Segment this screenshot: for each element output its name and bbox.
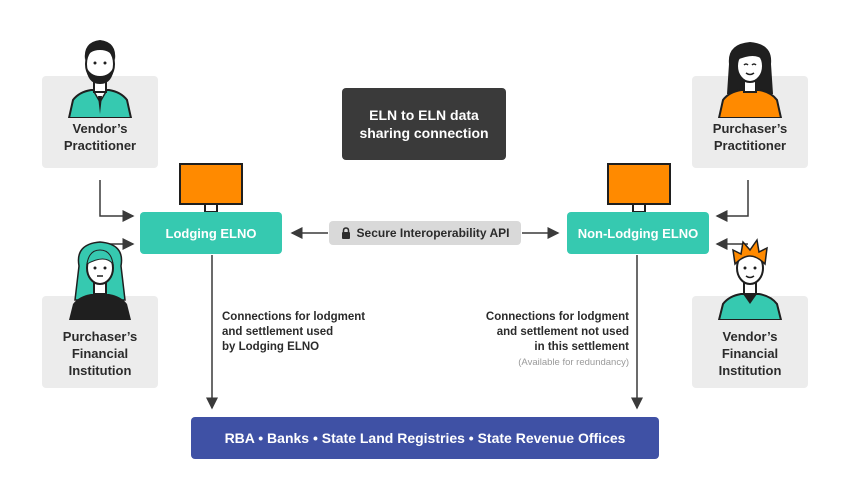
vendors-financial-institution-card: Vendor’s Financial Institution <box>692 238 808 388</box>
person-icon <box>67 40 133 118</box>
monitor-icon <box>179 163 243 216</box>
settlement-participants-bar: RBA • Banks • State Land Registries • St… <box>191 417 659 459</box>
purchasers-financial-institution-label: Purchaser’s Financial Institution <box>62 329 138 378</box>
secure-interoperability-api-pill: Secure Interoperability API <box>329 221 521 245</box>
person-icon <box>69 241 131 320</box>
non-lodging-connections-text: Connections for lodgment and settlement … <box>485 311 629 368</box>
person-icon <box>717 42 783 118</box>
purchasers-practitioner-card: Purchaser’s Practitioner <box>692 42 808 168</box>
person-icon <box>717 238 783 320</box>
vendors-financial-institution-label: Vendor’s Financial Institution <box>718 329 782 378</box>
eln-sharing-connection-box: ELN to ELN data sharing connection <box>342 88 506 160</box>
purchasers-financial-institution-card: Purchaser’s Financial Institution <box>42 241 158 388</box>
monitor-icon <box>607 163 671 216</box>
redundancy-note: (Available for redundancy) <box>518 357 629 368</box>
vendors-practitioner-label: Vendor’s Practitioner <box>63 121 137 153</box>
lodging-elno-box: Lodging ELNO <box>140 212 282 254</box>
lock-icon <box>341 227 350 239</box>
vendors-practitioner-card: Vendor’s Practitioner <box>42 40 158 168</box>
lodging-connections-text: Connections for lodgment and settlement … <box>222 311 366 353</box>
purchasers-practitioner-label: Purchaser’s Practitioner <box>712 121 788 153</box>
non-lodging-elno-box: Non-Lodging ELNO <box>567 212 709 254</box>
